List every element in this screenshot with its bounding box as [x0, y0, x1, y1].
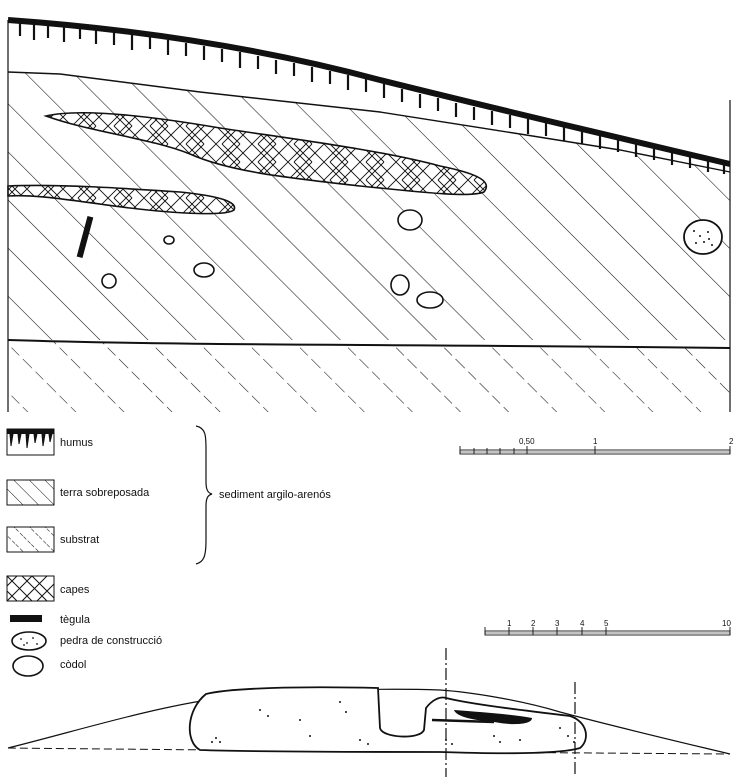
substrat-boundary	[7, 339, 731, 349]
legend-swatch-substrat	[6, 526, 55, 553]
section-profile	[7, 17, 731, 412]
capes-lens-lower-hatch	[8, 185, 235, 214]
codol	[390, 274, 410, 296]
scale-lower-tick-5: 10	[722, 619, 731, 628]
legend-swatch-codol	[12, 655, 44, 677]
scale-upper-tick-1: 1	[593, 437, 598, 446]
legend-label-tegula: tègula	[60, 614, 91, 626]
legend-swatch-capes	[6, 575, 55, 602]
legend-label-humus: humus	[60, 437, 94, 449]
scale-lower-tick-0: 1	[507, 619, 512, 628]
legend-swatch-pedra	[11, 631, 47, 651]
codol	[193, 262, 215, 278]
scale-upper-tick-0: 0,50	[519, 437, 535, 446]
codol	[101, 273, 117, 289]
structure-outline	[188, 686, 587, 755]
scale-bar-lower: 1 2 3 4 5 10	[484, 619, 731, 636]
scale-lower-tick-1: 2	[531, 619, 536, 628]
legend-label-terra: terra sobreposada	[60, 487, 150, 499]
codol-group	[101, 209, 444, 309]
plan-profile	[7, 648, 731, 777]
codol	[397, 209, 423, 231]
legend-label-pedra: pedra de construcció	[60, 635, 162, 647]
legend: humus terra sobreposada substrat sedimen…	[6, 425, 331, 677]
capes-lens-upper-hatch	[46, 112, 487, 195]
legend-label-capes: capes	[60, 584, 90, 596]
mound-outline	[7, 688, 731, 755]
substrat-fill	[8, 340, 730, 412]
plan-stone-dots	[211, 701, 575, 745]
legend-swatch-humus	[6, 428, 55, 456]
legend-group-label: sediment argilo-arenós	[219, 489, 331, 501]
scale-lower-tick-3: 4	[580, 619, 585, 628]
scale-upper-tick-2: 2	[729, 437, 734, 446]
codol	[416, 291, 444, 309]
humus-layer	[7, 17, 731, 167]
scale-lower-tick-4: 5	[604, 619, 609, 628]
legend-swatch-terra	[6, 479, 55, 506]
plan-tegula-line	[431, 718, 495, 724]
tegula-fragment	[76, 215, 94, 259]
legend-label-substrat: substrat	[60, 534, 99, 546]
legend-brace	[195, 425, 213, 565]
pedra-de-construccio	[683, 219, 723, 255]
terra-top-boundary	[7, 71, 731, 173]
scale-lower-tick-2: 3	[555, 619, 560, 628]
scale-bar-upper: 0,50 1 2	[459, 437, 734, 455]
legend-label-codol: còdol	[60, 659, 86, 671]
plan-tegula	[454, 710, 532, 725]
codol	[163, 235, 175, 245]
legend-swatch-tegula	[10, 615, 42, 622]
